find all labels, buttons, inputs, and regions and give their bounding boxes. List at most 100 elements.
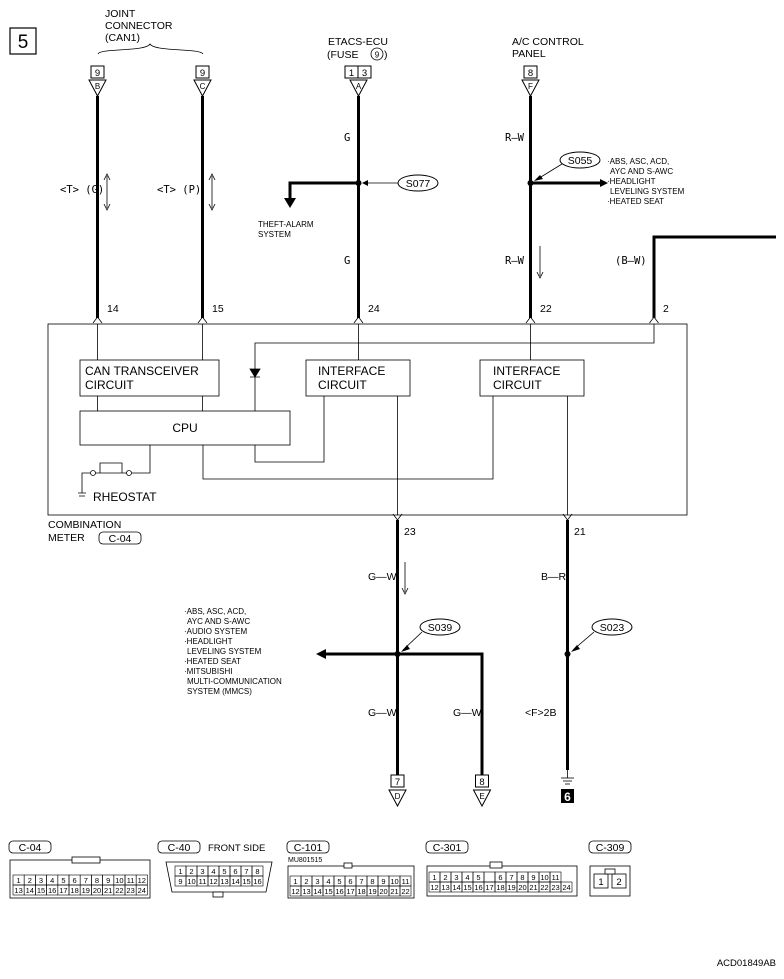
svg-text:C-40: C-40 [168,842,191,854]
connector-pin-label: 1 [432,873,436,882]
combination-meter-box [47,323,688,516]
wire-label-rw-top: R—W [505,132,525,144]
wire-label-g-top: G [344,132,350,144]
switch-contact-2 [126,470,132,476]
connector-pin-cell [483,871,496,883]
svg-text:2: 2 [616,877,621,888]
connector-pin-label: 10 [540,873,548,882]
connector-pin-label: 4 [211,867,215,876]
svg-text:C-04: C-04 [19,842,42,854]
connector-pin-label: 17 [59,886,67,895]
connector-pin-label: 19 [507,883,515,892]
svg-text:·HEADLIGHT: ·HEADLIGHT [184,637,233,646]
connector-pin-label: 22 [401,887,409,896]
connector-pin-label: 3 [200,867,204,876]
connector-pin-label: 7 [244,867,248,876]
can-label-1: CAN TRANSCEIVER [85,364,199,378]
connector-pin-label: 6 [73,876,77,885]
connector-pin-label: 19 [368,887,376,896]
connector-pin-label: 7 [509,873,513,882]
connector-pin-label: 3 [454,873,458,882]
diode [249,368,261,378]
meter-connector-badge [98,531,142,545]
connector-pin-label: 17 [485,883,493,892]
connector-pin-label: 23 [551,883,559,892]
bottom-wire-labels: G—W G—W G—W B—R <F>2B [368,571,567,719]
connector-pin-cell [251,875,264,887]
splice-s023: S023 [571,618,633,652]
svg-text:G—W: G—W [368,571,397,583]
connector-pin-label: 21 [529,883,537,892]
connector-pin-label: 4 [326,877,330,886]
connector-pin-label: 19 [82,886,90,895]
connector-pin-label: 7 [359,877,363,886]
svg-text:S077: S077 [406,178,431,190]
svg-text:MULTI-COMMUNICATION: MULTI-COMMUNICATION [187,677,282,686]
connector-pin-cell [399,885,412,897]
meter-connector: C-04 [109,533,132,545]
pin-c-connector: 9 C [193,65,212,98]
connector-pin-label: 6 [348,877,352,886]
svg-text:8: 8 [479,777,484,788]
connector-pin-label: 13 [441,883,449,892]
connector-pin-label: 16 [48,886,56,895]
svg-text:1: 1 [598,877,603,888]
connector-pin-label: 11 [127,876,135,885]
ground-number-box [561,789,574,803]
joint-connector-label-3: (CAN1) [105,32,140,44]
ac-label-1: A/C CONTROL [512,36,584,48]
connector-pin-label: 1 [17,876,21,885]
connector-pin-label: 8 [520,873,524,882]
theft-label-1: THEFT-ALARM [258,220,314,229]
connector-pin-label: 2 [304,877,308,886]
connector-pin-label: 17 [346,887,354,896]
svg-text:8: 8 [528,68,533,79]
connector-pin-label: 1 [178,867,182,876]
connector-pin-label: 15 [463,883,471,892]
svg-text:7: 7 [395,777,400,788]
splice-s055: S055 [534,151,601,181]
svg-text:1: 1 [349,68,354,79]
connector-pin-label: 20 [379,887,387,896]
svg-text:B: B [95,82,100,91]
double-arrows [103,173,544,279]
s039-arrow [316,649,326,659]
joint-connector-label-2: CONNECTOR [105,20,173,32]
joint-connector-brace [97,43,204,55]
svg-text:·HEADLIGHT: ·HEADLIGHT [607,177,656,186]
wire-label-can-g: <T> (G) [60,184,104,196]
svg-text:·ABS, ASC, ACD,: ·ABS, ASC, ACD, [607,157,669,166]
etacs-connector: 1 3 A [344,65,372,98]
fuse-number: 9 [375,51,380,60]
connector-pin-label: 8 [370,877,374,886]
connector-pin-label: 10 [115,876,123,885]
connector-pin-label: 22 [540,883,548,892]
page-number: 5 [18,32,29,53]
connector-pin-label: 12 [209,877,217,886]
connector-pin-label: 2 [28,876,32,885]
svg-text:22: 22 [540,303,552,315]
connector-pin-label: 13 [14,886,22,895]
connector-pin-label: 23 [126,886,134,895]
ground-icon [561,770,574,785]
connector-pin-label: 15 [37,886,45,895]
gw-arrow [401,562,409,595]
svg-text:C-301: C-301 [433,842,462,854]
interface-circuit-1-box [305,359,411,397]
wire-label-rw-mid: R—W [505,255,525,267]
etacs-label-1: ETACS-ECU [328,36,388,48]
connector-pin-label: 14 [313,887,321,896]
svg-text:C-309: C-309 [596,842,625,854]
connector-pin-label: 22 [115,886,123,895]
connector-pin-label: 21 [390,887,398,896]
ac-label-2: PANEL [512,48,546,60]
connector-pin-label: 16 [474,883,482,892]
pin-b-connector: 9 B [88,65,107,98]
connector-pin-label: 14 [231,877,239,886]
svg-text:24: 24 [368,303,380,315]
ground-number: 6 [564,790,571,804]
svg-text:·HEATED SEAT: ·HEATED SEAT [607,197,664,206]
s055-arrow [600,179,608,187]
